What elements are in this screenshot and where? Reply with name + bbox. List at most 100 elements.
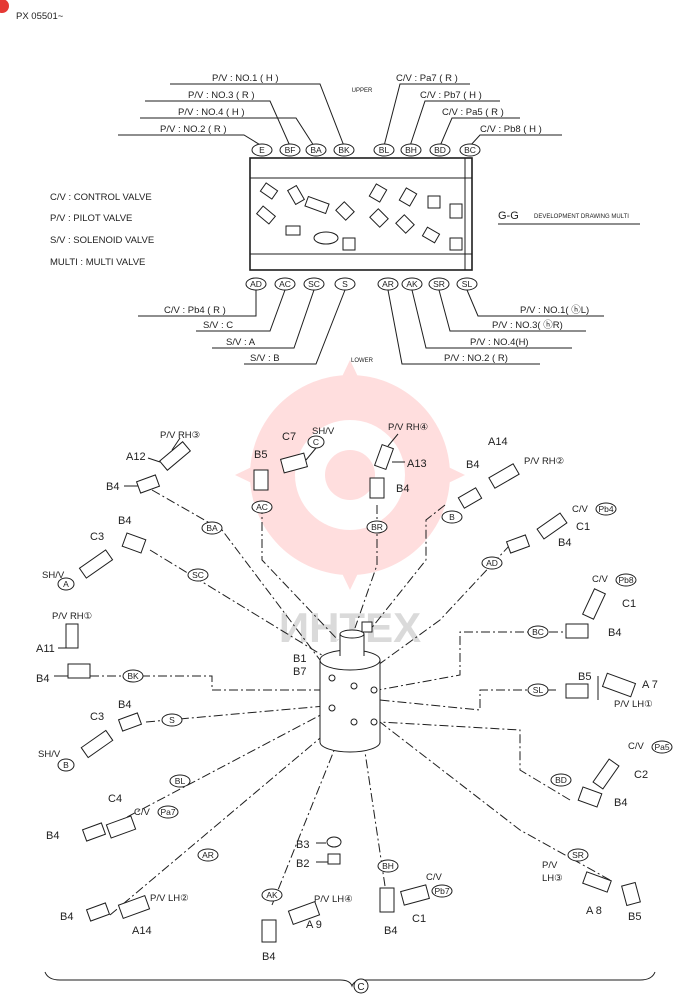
hose-tags: BA SC BK S BL AR AK BH SR BD SL BC AD B … [122, 500, 589, 902]
callout-pv-no1-l: P/V : NO.1( ⓗL) [520, 305, 589, 316]
tag-shv-b: B [57, 758, 75, 772]
callout-pv-no4-h: P/V : NO.4 ( H ) [178, 107, 245, 118]
svg-text:SC: SC [192, 570, 204, 580]
label-b4-9: B4 [614, 797, 627, 809]
legend: C/V : CONTROL VALVE P/V : PILOT VALVE S/… [50, 192, 154, 268]
label-c1-3: C1 [412, 913, 426, 925]
label-b4-10: B4 [46, 830, 59, 842]
label-pvlh1: P/V LH① [614, 699, 653, 710]
dev-fitting-4 [285, 225, 301, 236]
dev-fitting-16 [449, 237, 463, 251]
svg-text:AK: AK [266, 890, 278, 900]
dev-fitting-13 [427, 195, 441, 209]
callout-pv-no3-r: P/V : NO.3 ( R ) [188, 90, 255, 101]
fitting-pvlh3 [582, 871, 641, 907]
svg-text:S: S [169, 715, 175, 725]
dev-fitting-7 [335, 201, 355, 221]
callout-pv-no4-h2: P/V : NO.4(H) [470, 337, 529, 348]
svg-text:S: S [342, 279, 348, 289]
page-corner-marker [0, 0, 9, 13]
upper-label: UPPER [352, 88, 373, 94]
svg-text:AD: AD [250, 279, 262, 289]
fitting-b5-top [253, 469, 269, 491]
label-a8: A 8 [586, 905, 602, 917]
callout-pv-no3-r2: P/V : NO.3( ⓗR) [492, 320, 563, 331]
label-shv-a: SH/V [42, 570, 65, 581]
svg-text:Pb4: Pb4 [598, 504, 613, 514]
section-mark: C [353, 978, 369, 994]
hose-tag-s: S [161, 713, 183, 727]
svg-text:BD: BD [555, 775, 567, 785]
port-tag-bc: BC [459, 143, 481, 157]
label-a13: A13 [407, 458, 427, 470]
section-title: G-G [498, 210, 519, 222]
label-pvrh1: P/V RH① [52, 611, 93, 622]
label-cv-pa5: C/V [628, 741, 645, 752]
label-b4-7: B4 [608, 627, 621, 639]
hose-tag-ar: AR [197, 848, 219, 862]
svg-text:BL: BL [379, 145, 390, 155]
label-c1-2: C1 [622, 598, 636, 610]
svg-text:SC: SC [308, 279, 320, 289]
label-b7: B7 [293, 666, 306, 678]
callout-sv-b: S/V : B [250, 353, 280, 364]
watermark-gear-logo [235, 360, 465, 590]
hose-tag-bc: BC [527, 625, 549, 639]
fitting-b2 [327, 853, 341, 865]
label-pvlh2: P/V LH② [150, 893, 189, 904]
label-cv-pb7: C/V [426, 872, 443, 883]
label-c2: C2 [634, 769, 648, 781]
fitting-pvrh4 [369, 443, 395, 499]
hose-tag-b: B [441, 510, 463, 524]
svg-text:BC: BC [532, 627, 544, 637]
fitting-pvrh1 [65, 623, 91, 679]
fitting-cv-pa7 [81, 815, 137, 842]
hose-tag-ak: AK [261, 888, 283, 902]
label-shv-c: SH/V [312, 426, 335, 437]
port-tag-ak: AK [401, 277, 423, 291]
tag-shv-c: C [307, 435, 325, 449]
dev-fitting-15 [449, 203, 463, 219]
hose-tag-bk: BK [122, 669, 144, 683]
tag-pa7: Pa7 [157, 805, 179, 819]
svg-text:AC: AC [256, 502, 268, 512]
svg-text:BC: BC [464, 145, 476, 155]
fitting-cv-pb7 [379, 884, 430, 913]
legend-pv: P/V : PILOT VALVE [50, 213, 132, 224]
label-a14-top: A14 [488, 436, 508, 448]
dev-fitting-12 [395, 214, 415, 234]
hose-tag-bl: BL [169, 774, 191, 788]
label-a11: A11 [36, 643, 55, 655]
bottom-port-tags: AD AC SC S AR AK SR SL [245, 277, 478, 291]
port-tag-ar: AR [377, 277, 399, 291]
svg-text:BA: BA [206, 523, 218, 533]
tag-pb4: Pb4 [595, 502, 617, 516]
bottom-brace [44, 971, 656, 988]
label-c3-1: C3 [90, 531, 104, 543]
label-b4-4: B4 [558, 537, 571, 549]
fitting-cv-pb8 [565, 588, 607, 639]
dev-fitting-3 [286, 184, 306, 206]
hose-tag-bh: BH [377, 859, 399, 873]
svg-text:BA: BA [310, 145, 322, 155]
label-b4-5: B4 [118, 515, 131, 527]
bottom-leader-lines [138, 289, 604, 365]
legend-cv: C/V : CONTROL VALVE [50, 192, 152, 203]
label-b5-3: B5 [628, 911, 641, 923]
port-tag-e: E [251, 143, 273, 157]
dev-fitting-2 [255, 205, 277, 225]
hose-tag-sc: SC [187, 568, 209, 582]
label-b1: B1 [293, 653, 306, 665]
svg-text:E: E [259, 145, 265, 155]
label-lh3: LH③ [542, 873, 563, 884]
fitting-pvrh2 [457, 463, 520, 509]
hose-tag-br: BR [366, 520, 388, 534]
label-b4-11: B4 [60, 911, 73, 923]
svg-text:AR: AR [382, 279, 394, 289]
svg-text:B: B [63, 760, 69, 770]
label-c3-2: C3 [90, 711, 104, 723]
label-c1-1: C1 [576, 521, 590, 533]
label-pvrh4: P/V RH④ [388, 422, 429, 433]
fitting-pvlh4 [261, 900, 321, 943]
dev-fitting-9 [368, 183, 388, 203]
